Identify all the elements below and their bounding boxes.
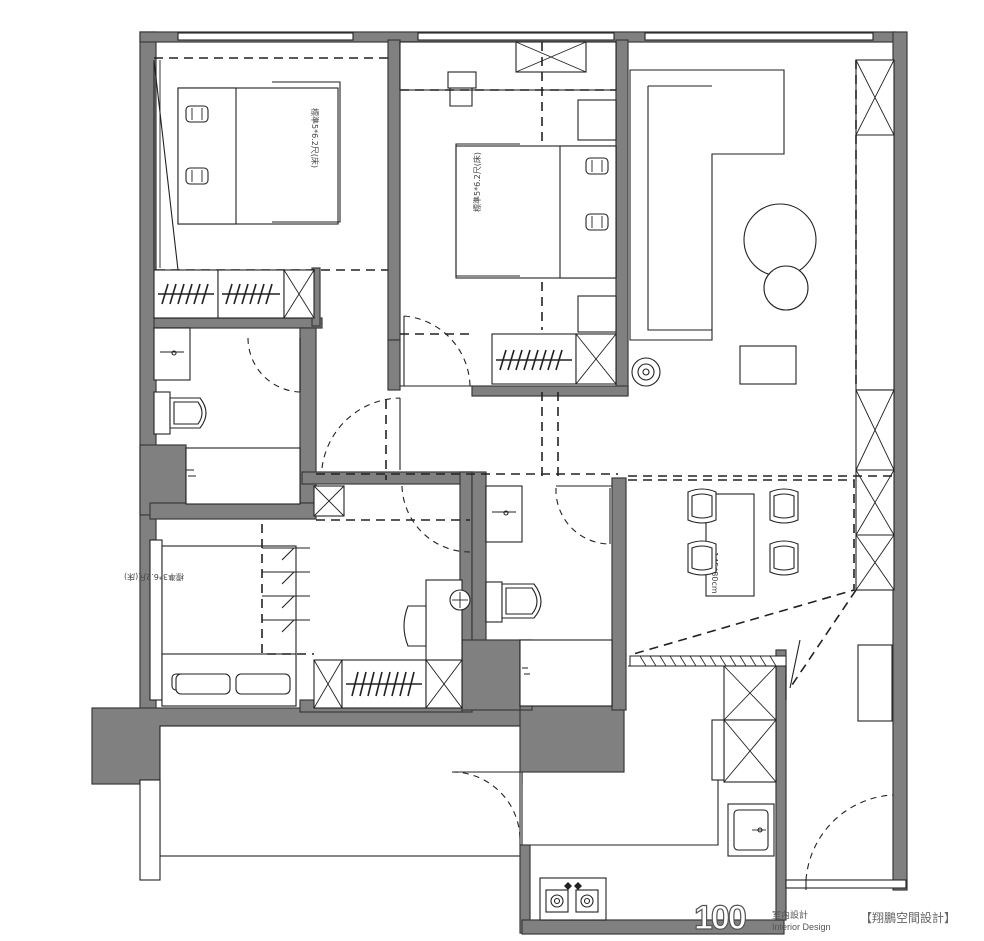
watermark-logo-en: Interior Design xyxy=(772,922,831,932)
bed-label-third: 標準3*6.2尺(床) xyxy=(124,572,184,582)
chair-icon xyxy=(447,71,477,89)
bed-label-master: 標準5*6.2尺(床) xyxy=(310,108,320,168)
lamp-icon xyxy=(449,589,471,611)
bathroom-2 xyxy=(485,485,613,707)
desk xyxy=(403,579,471,661)
third-bedroom: 標準3*6.2尺(床) xyxy=(124,485,471,709)
corridor xyxy=(316,392,618,553)
living-room xyxy=(628,59,895,591)
watermark-logo-cn: 室內設計 xyxy=(772,909,808,920)
second-bedroom: 標準5*6.2尺(床) xyxy=(399,41,617,387)
wardrobe-third xyxy=(313,659,463,709)
bed-label-second: 標準5*6.2尺(床) xyxy=(472,152,482,212)
plant-icon xyxy=(631,357,661,387)
watermark: 100 室內設計 Interior Design 【翔鵬空間設計】 xyxy=(693,898,956,937)
watermark-brand: 【翔鵬空間設計】 xyxy=(860,910,956,925)
wardrobe-second xyxy=(491,333,617,385)
watermark-logo-number: 100 xyxy=(694,899,746,937)
sofa xyxy=(629,69,785,341)
ottoman xyxy=(739,345,797,385)
top-windows xyxy=(177,32,874,41)
chair-icon xyxy=(403,605,427,647)
coffee-table-large xyxy=(743,203,817,277)
kitchen xyxy=(451,655,894,921)
stove-icon xyxy=(539,877,607,921)
bathroom-1 xyxy=(153,327,301,505)
coffee-table-small xyxy=(763,265,809,311)
sink-icon xyxy=(727,803,775,857)
dining-area: 145*80cm xyxy=(628,479,893,722)
bed-third: 標準3*6.2尺(床) xyxy=(124,545,297,707)
toilet-icon xyxy=(485,581,542,623)
toilet-icon xyxy=(153,391,207,435)
bed-second: 標準5*6.2尺(床) xyxy=(455,143,617,279)
master-bedroom: 標準5*6.2尺(床) xyxy=(153,57,388,319)
wardrobe-master xyxy=(153,269,315,319)
bed-master: 標準5*6.2尺(床) xyxy=(177,81,341,225)
